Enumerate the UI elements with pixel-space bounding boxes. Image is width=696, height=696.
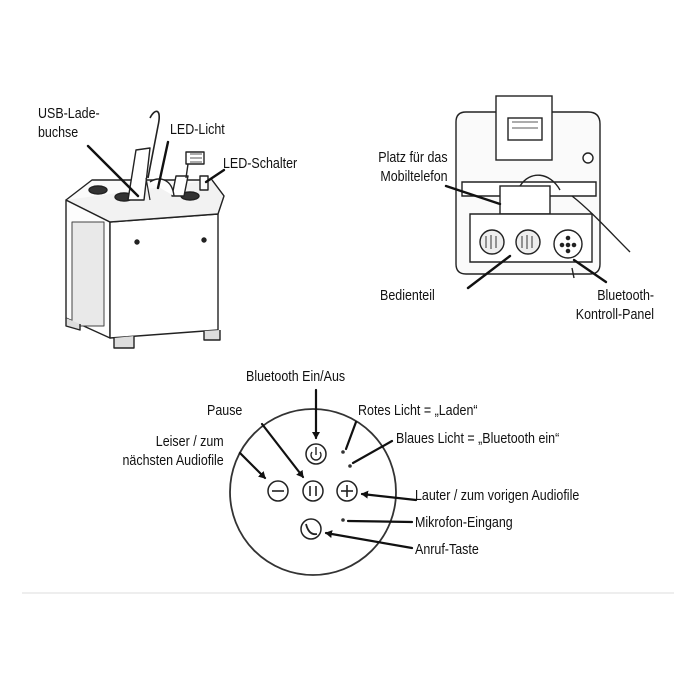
control-box-drawing (455, 95, 631, 279)
heater-device-drawing (65, 110, 225, 349)
phone-place-label-line1: Platz für das (378, 150, 448, 166)
control-unit-label: Bedienteil (380, 288, 435, 304)
phone-place-label-line2: Mobiltelefon (380, 169, 448, 185)
usb-port-label-line1: USB-Lade- (38, 106, 100, 122)
usb-port-label-line2: buchse (38, 125, 79, 141)
bluetooth-panel-label: Bluetooth- Kontroll-Panel (576, 287, 654, 325)
bluetooth-panel-label-line2: Kontroll-Panel (575, 307, 654, 323)
phone-place-label: Platz für das Mobiltelefon (379, 149, 448, 187)
volume-up-label: Lauter / zum vorigen Audiofile (415, 488, 580, 504)
bluetooth-onoff-label: Bluetooth Ein/Aus (246, 369, 346, 385)
control-panel-pointer-lines (238, 388, 418, 550)
heater-pointer-lines (86, 140, 226, 198)
call-button-label: Anruf-Taste (415, 542, 479, 558)
bluetooth-panel-label-line1: Bluetooth- (597, 288, 654, 304)
control-box-pointer-lines (444, 184, 608, 290)
volume-down-label-line2: nächsten Audiofile (122, 453, 224, 469)
volume-down-label: Leiser / zum nächsten Audiofile (123, 433, 224, 471)
usb-port-label: USB-Lade- buchse (38, 105, 100, 143)
control-panel-drawing (229, 408, 397, 576)
pause-label: Pause (207, 403, 243, 419)
volume-down-label-line1: Leiser / zum (156, 434, 224, 450)
led-switch-label: LED-Schalter (223, 156, 298, 172)
led-light-label: LED-Licht (170, 122, 225, 138)
blue-light-label: Blaues Licht = „Bluetooth ein“ (396, 431, 560, 447)
red-light-label: Rotes Licht = „Laden“ (358, 403, 478, 419)
mic-input-label: Mikrofon-Eingang (415, 515, 513, 531)
